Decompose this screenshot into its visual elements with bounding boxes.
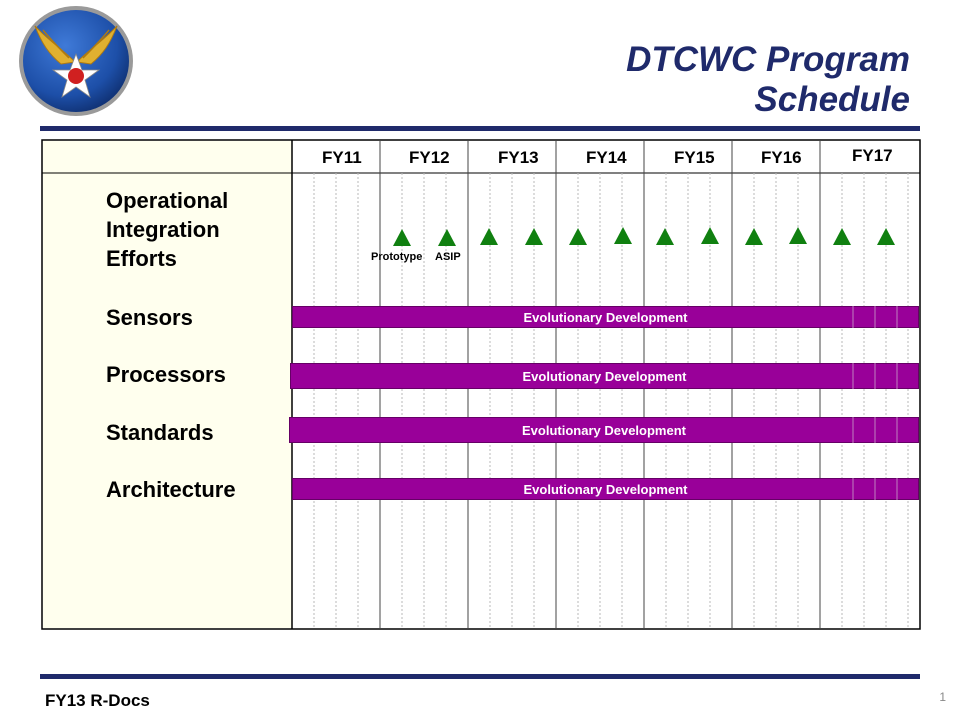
row-label-line: Integration [106,217,220,242]
milestone-triangle-icon [569,228,587,245]
milestone-triangle-icon [877,228,895,245]
page-number: 1 [939,690,946,704]
bar-sensors-evolutionary-development: Evolutionary Development [292,306,919,328]
header-divider [40,126,920,131]
row-label-sensors: Sensors [106,305,193,330]
air-force-emblem-logo [19,6,133,116]
row-label-operational-integration-efforts: Operational Integration Efforts [106,186,228,273]
title-line-1: DTCWC Program [626,40,910,79]
bar-standards-evolutionary-development: Evolutionary Development [289,417,919,443]
fy-header-fy17: FY17 [852,146,893,165]
milestone-triangle-icon [393,229,411,246]
row-label-standards: Standards [106,420,214,445]
milestone-triangle-icon [833,228,851,245]
fy-header-fy13: FY13 [498,148,539,167]
milestone-label-asip: ASIP [435,251,461,263]
fy-header-fy11: FY11 [322,148,362,167]
row-label-line: Efforts [106,246,177,271]
row-label-line: Operational [106,188,229,213]
milestone-triangle-icon [438,229,456,246]
milestone-triangle-icon [525,228,543,245]
milestone-triangle-icon [480,228,498,245]
bar-processors-evolutionary-development: Evolutionary Development [290,363,919,389]
milestone-triangle-icon [789,227,807,244]
fy-header-fy16: FY16 [761,148,802,167]
milestone-triangle-icon [701,227,719,244]
fy-header-fy15: FY15 [674,148,715,167]
slide-title: DTCWC Program Schedule [626,40,910,120]
footer-text: FY13 R-Docs [45,691,150,710]
fy-header-fy12: FY12 [409,148,450,167]
bar-architecture-evolutionary-development: Evolutionary Development [292,478,919,500]
row-label-architecture: Architecture [106,477,236,502]
fy-header-fy14: FY14 [586,148,627,167]
milestone-triangle-icon [745,228,763,245]
footer-divider [40,674,920,679]
milestone-triangle-icon [656,228,674,245]
row-label-processors: Processors [106,362,226,387]
title-line-2: Schedule [754,80,910,119]
milestone-triangle-icon [614,227,632,244]
milestone-label-prototype: Prototype [371,251,423,263]
